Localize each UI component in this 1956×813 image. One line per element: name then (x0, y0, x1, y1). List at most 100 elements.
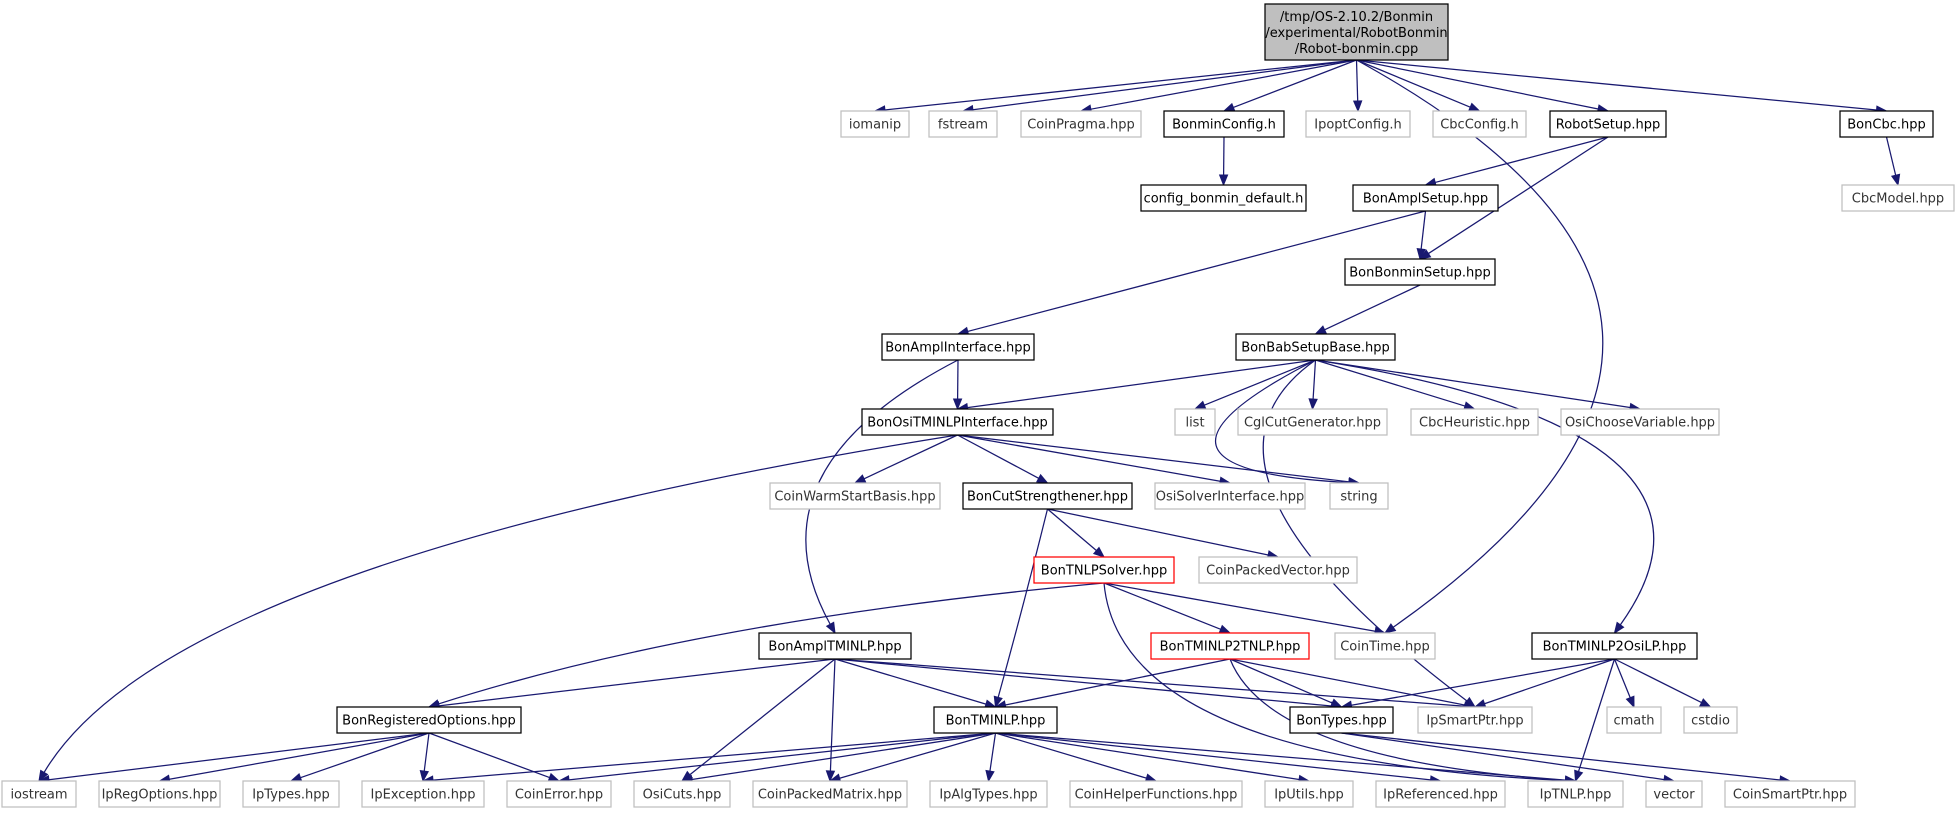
file-node-cglcut: CglCutGenerator.hpp (1237, 408, 1388, 436)
arrowhead-bonbonminsetup-to-bonbabsetupbase (1314, 325, 1328, 335)
file-node-bonregopts[interactable]: BonRegisteredOptions.hpp (336, 706, 522, 734)
file-node-bontnlpsolver[interactable]: BonTNLPSolver.hpp (1033, 556, 1175, 584)
node-label: CbcConfig.h (1440, 118, 1519, 133)
edge-bontnlpsolver-to-cointime (1103, 582, 1376, 632)
file-node-bonbabsetupbase[interactable]: BonBabSetupBase.hpp (1235, 333, 1396, 361)
edge-bonampltminlp-to-bonregopts (438, 658, 836, 707)
edge-robotsetup-to-bonbonminsetup (1428, 136, 1609, 255)
file-node-iostream: iostream (1, 780, 77, 808)
edge-boncutstr-to-bontminlp (997, 508, 1049, 698)
root-file-node[interactable]: /tmp/OS-2.10.2/Bonmin/experimental/Robot… (1264, 3, 1449, 61)
edge-bontminlp-to-iptnlp (995, 732, 1566, 781)
arrowhead-bonamplinterface-to-bonampltminlp (825, 621, 836, 635)
file-node-bonamplsetup[interactable]: BonAmplSetup.hpp (1352, 184, 1499, 212)
file-node-osicuts: OsiCuts.hpp (633, 780, 731, 808)
node-box (1033, 556, 1175, 584)
file-node-bonminconfig[interactable]: BonminConfig.h (1163, 110, 1285, 138)
node-label: CoinPackedMatrix.hpp (758, 788, 902, 803)
file-node-coinpackedvec: CoinPackedVector.hpp (1198, 556, 1358, 584)
file-node-bonamplinterface[interactable]: BonAmplInterface.hpp (881, 333, 1035, 361)
arrowhead-bonregopts-to-ipexception (419, 770, 429, 783)
node-label: IpAlgTypes.hpp (939, 788, 1037, 803)
node-label: CbcModel.hpp (1852, 192, 1944, 207)
node-box (1305, 110, 1411, 138)
edge-bonampltminlp-to-bontypes (834, 658, 1332, 707)
file-node-bonbonminsetup[interactable]: BonBonminSetup.hpp (1344, 258, 1496, 286)
arrowhead-bontminlp-to-ipalgtypes (985, 769, 995, 783)
edge-root-to-iomanip (884, 59, 1357, 111)
edge-bontminlp-to-coinpackedmat (839, 732, 996, 779)
file-node-iptypes: IpTypes.hpp (242, 780, 340, 808)
file-node-bonampltminlp[interactable]: BonAmplTMINLP.hpp (758, 632, 912, 660)
file-node-bontminlp2osilp[interactable]: BonTMINLP2OsiLP.hpp (1531, 632, 1698, 660)
file-node-vector: vector (1645, 780, 1703, 808)
file-node-list: list (1174, 408, 1216, 436)
edge-root-to-fstream (972, 59, 1357, 111)
arrowhead-root-to-cointime (1383, 623, 1397, 634)
node-label: BonCbc.hpp (1847, 118, 1925, 133)
edge-bontminlp-to-iputils (995, 732, 1300, 781)
node-box (1, 780, 77, 808)
arrowhead-bonbabsetupbase-to-cglcut (1308, 398, 1318, 411)
file-node-robotsetup[interactable]: RobotSetup.hpp (1549, 110, 1667, 138)
file-node-bontminlp[interactable]: BonTMINLP.hpp (933, 706, 1058, 734)
file-node-bonosi[interactable]: BonOsiTMINLPInterface.hpp (861, 408, 1054, 436)
file-node-bontminlp2tnlp[interactable]: BonTMINLP2TNLP.hpp (1150, 632, 1310, 660)
edge-root-to-robotsetup (1356, 59, 1599, 110)
node-box (1417, 706, 1533, 734)
edge-bontminlp-to-ipalgtypes (989, 732, 997, 772)
node-label: BonTypes.hpp (1296, 714, 1387, 729)
node-label: vector (1653, 788, 1695, 803)
arrowhead-bontminlp2osilp-to-iptnlp (1574, 769, 1584, 783)
node-box (1289, 706, 1394, 734)
node-box (1174, 408, 1216, 436)
node-box (1527, 780, 1624, 808)
edge-root-to-ipoptconfig (1355, 59, 1359, 102)
file-node-cbcconfig: CbcConfig.h (1432, 110, 1527, 138)
node-box (1724, 780, 1856, 808)
edge-bonamplsetup-to-bonamplinterface (967, 210, 1426, 333)
edge-bontypes-to-coinsmartptr (1341, 732, 1781, 781)
edge-bontminlp2tnlp-to-ipsmartptr (1229, 658, 1466, 706)
node-box (1344, 258, 1496, 286)
arrowhead-boncbc-to-cbcmodel (1890, 173, 1901, 187)
file-node-boncbc[interactable]: BonCbc.hpp (1839, 110, 1934, 138)
node-box (1235, 333, 1396, 361)
node-box (1352, 184, 1499, 212)
node-label: list (1185, 416, 1204, 431)
node-box (758, 632, 912, 660)
arrowhead-robotsetup-to-bonbonminsetup (1418, 249, 1432, 260)
edge-bonbabsetupbase-to-cglcut (1312, 359, 1317, 400)
arrowhead-bontminlp2osilp-to-cstdio (1699, 698, 1712, 708)
file-node-iputils: IpUtils.hpp (1264, 780, 1354, 808)
node-label: BonBonminSetup.hpp (1349, 266, 1490, 281)
node-label: RobotSetup.hpp (1556, 118, 1660, 133)
node-label: CglCutGenerator.hpp (1244, 416, 1381, 431)
node-box (1140, 184, 1307, 212)
edge-bonampltminlp-to-osicuts (689, 658, 836, 776)
node-label: cmath (1613, 714, 1654, 729)
node-label: BonAmplTMINLP.hpp (768, 640, 901, 655)
node-box (933, 706, 1058, 734)
node-box (861, 408, 1054, 436)
file-node-ipalgtypes: IpAlgTypes.hpp (929, 780, 1048, 808)
file-node-ipreferenced: IpReferenced.hpp (1375, 780, 1506, 808)
arrowhead-bonosi-to-coinwarm (853, 474, 867, 484)
node-label: OsiChooseVariable.hpp (1565, 416, 1715, 431)
dependency-edges (37, 59, 1901, 786)
root-label-line: /experimental/RobotBonmin (1265, 26, 1447, 41)
file-node-boncutstr[interactable]: BonCutStrengthener.hpp (962, 482, 1133, 510)
edge-bonampltminlp-to-ipsmartptr (834, 658, 1466, 707)
edge-bontminlp2tnlp-to-bontminlp (1005, 658, 1231, 706)
arrowhead-bonregopts-to-iptypes (289, 773, 303, 783)
file-node-bontypes[interactable]: BonTypes.hpp (1289, 706, 1394, 734)
edge-bontminlp-to-coinerror (568, 732, 996, 781)
node-box (1606, 706, 1662, 734)
node-label: CoinError.hpp (515, 788, 603, 803)
node-box (769, 482, 941, 510)
node-box (1069, 780, 1243, 808)
node-label: IpTypes.hpp (252, 788, 330, 803)
file-node-config_default[interactable]: config_bonmin_default.h (1140, 184, 1307, 212)
arrowhead-bonbabsetupbase-to-list (1193, 400, 1207, 410)
node-box (1020, 110, 1142, 138)
